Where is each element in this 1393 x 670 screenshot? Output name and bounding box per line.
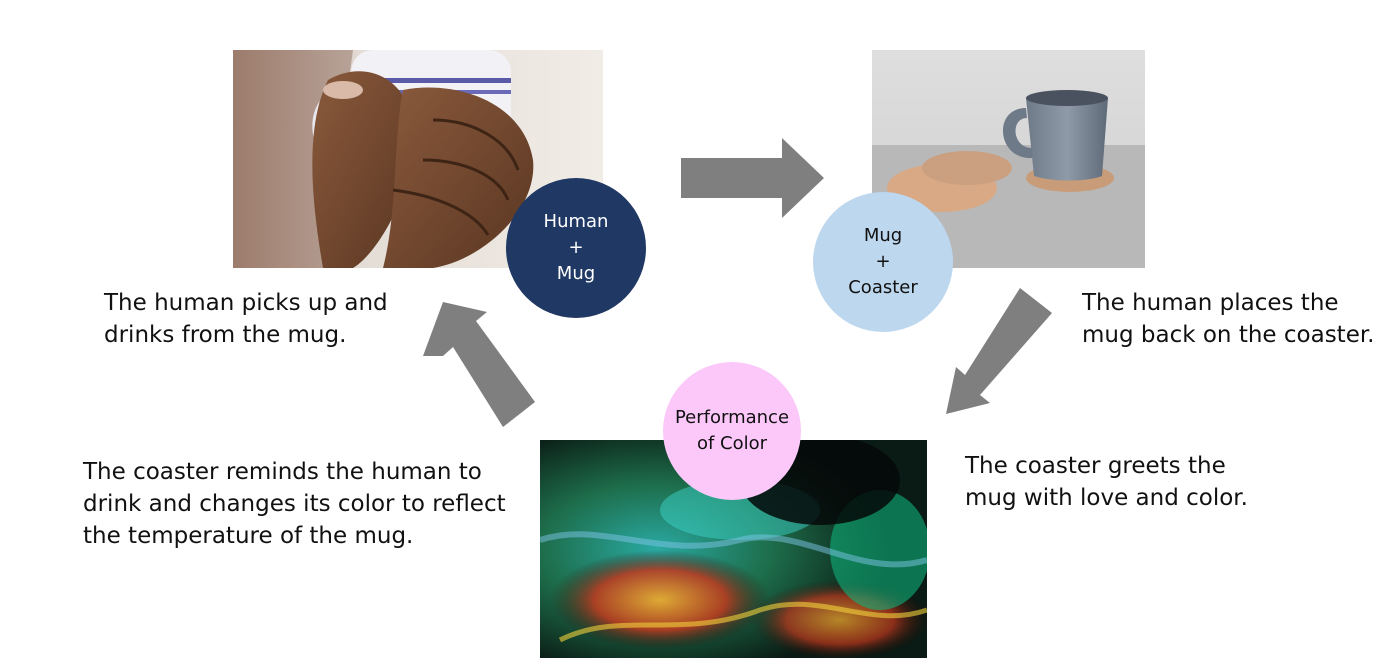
caption-place-line-2: mug back on the coaster.	[1082, 322, 1375, 348]
caption-reminds-line-3: the temperature of the mug.	[83, 523, 414, 549]
performance-of-color-line-1: Performance	[674, 407, 790, 428]
mug-coaster-label: Mug + Coaster	[848, 223, 918, 301]
caption-reminds: The coaster reminds the human to drink a…	[83, 456, 506, 552]
arrow-right	[681, 138, 824, 218]
caption-reminds-line-1: The coaster reminds the human to	[83, 459, 482, 485]
human-mug-line-2: +	[568, 237, 584, 258]
human-mug-label: Human + Mug	[544, 209, 609, 287]
mug-coaster-line-3: Coaster	[848, 277, 918, 298]
caption-place-line-1: The human places the	[1082, 290, 1339, 316]
caption-greets-line-1: The coaster greets the	[965, 453, 1226, 479]
caption-pickup-line-2: drinks from the mug.	[104, 322, 347, 348]
mug-coaster-line-1: Mug	[863, 225, 903, 246]
performance-of-color-node: Performance of Color	[663, 362, 801, 500]
arrow-up-left	[423, 302, 535, 427]
caption-pickup: The human picks up and drinks from the m…	[104, 287, 388, 351]
performance-of-color-line-2: of Color	[696, 433, 768, 454]
human-mug-line-1: Human	[543, 211, 609, 232]
caption-reminds-line-2: drink and changes its color to reflect	[83, 491, 506, 517]
performance-of-color-label: Performance of Color	[675, 405, 789, 457]
arrow-down-left	[946, 288, 1052, 414]
human-mug-line-3: Mug	[556, 263, 596, 284]
caption-pickup-line-1: The human picks up and	[104, 290, 388, 316]
caption-greets-line-2: mug with love and color.	[965, 485, 1248, 511]
caption-greets: The coaster greets the mug with love and…	[965, 450, 1248, 514]
hands-holding-mug-photo	[233, 50, 603, 268]
human-mug-node: Human + Mug	[506, 178, 646, 318]
mug-coaster-node: Mug + Coaster	[813, 192, 953, 332]
caption-place: The human places the mug back on the coa…	[1082, 287, 1375, 351]
mug-coaster-line-2: +	[875, 251, 891, 272]
